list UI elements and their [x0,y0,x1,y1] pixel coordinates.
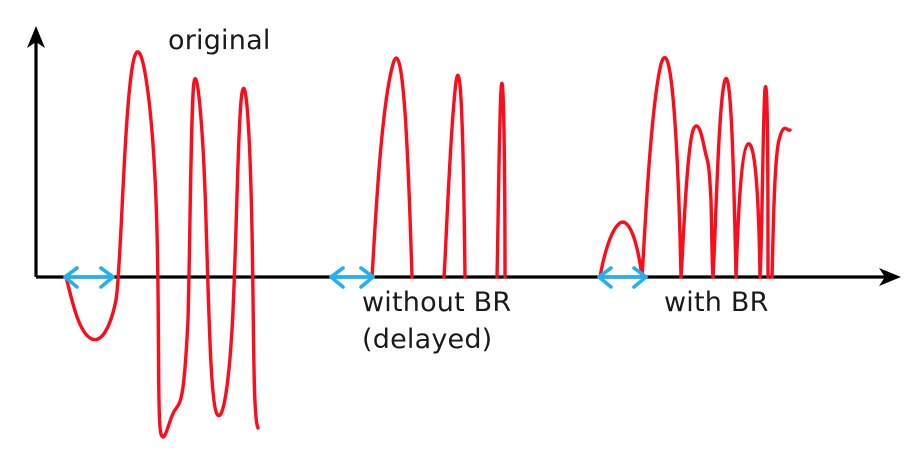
label-original: original [168,25,271,56]
waveform-without-br [370,56,507,279]
label-with-br: with BR [664,287,769,318]
latency-arrow-with-br [597,266,648,289]
latency-arrow-with-br-left-head-icon [597,266,613,289]
label-without-br-line1: without BR [362,287,511,318]
latency-arrow-without-br [329,266,375,289]
latency-arrow-original-right-head-icon [99,266,115,289]
y-axis [27,26,45,277]
waveform-with-br [598,55,792,279]
label-without-br-line2: (delayed) [362,324,492,355]
latency-arrow-original [63,266,115,289]
latency-arrow-without-br-right-head-icon [359,266,375,289]
latency-arrow-with-br-right-head-icon [632,266,648,289]
latency-arrow-original-left-head-icon [63,266,79,289]
x-axis-arrowhead-icon [879,268,901,286]
latency-arrow-without-br-left-head-icon [329,266,345,289]
y-axis-arrowhead-icon [27,26,45,48]
waveform-original [64,50,260,439]
